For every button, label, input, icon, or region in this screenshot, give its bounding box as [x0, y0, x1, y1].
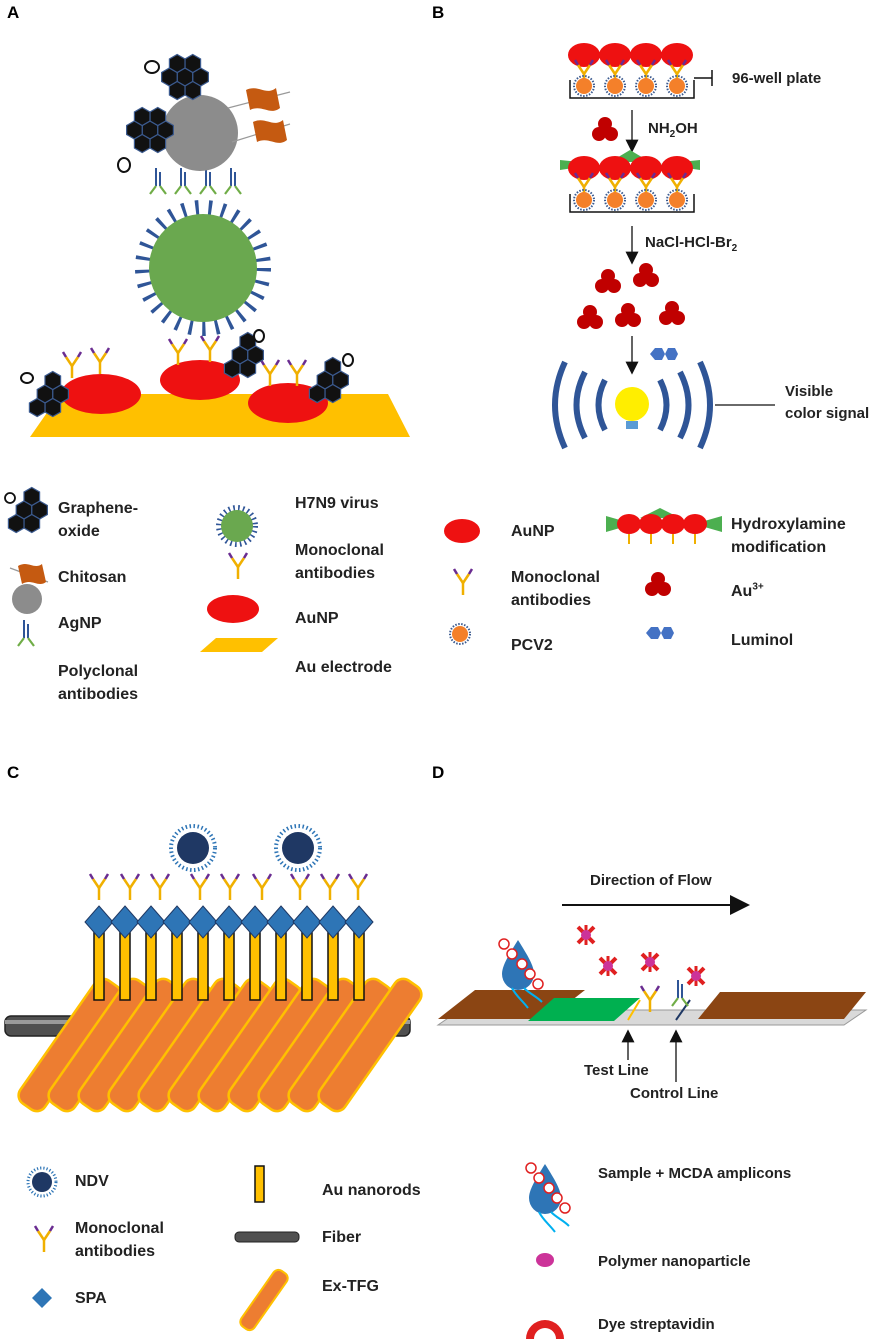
legend-a-icons — [4, 488, 278, 652]
chitosan-icon — [246, 88, 280, 111]
legend-d-sample: Sample + MCDA amplicons — [598, 1165, 792, 1182]
control-line — [675, 999, 691, 1021]
h7n9-virus — [135, 200, 271, 336]
panel-c — [4, 824, 423, 1113]
legend-agnp: AgNP — [58, 615, 102, 632]
pcv2-icon — [449, 623, 471, 645]
well-plate-top — [568, 43, 713, 99]
panel-b — [552, 43, 775, 450]
legend-b-aunp: AuNP — [511, 523, 555, 540]
label-nh2oh: NH2OH — [648, 120, 698, 140]
conjugate-pad — [528, 998, 640, 1021]
legend-c-spa: SPA — [75, 1290, 107, 1307]
legend-c-fiber: Fiber — [322, 1229, 362, 1246]
legend-c-ndv: NDV — [75, 1173, 109, 1190]
legend-h7n9: H7N9 virus — [295, 495, 379, 512]
legend-d-polymer: Polymer nanoparticle — [598, 1253, 751, 1270]
aunp-particle — [248, 383, 328, 423]
legend-b-pcv2: PCV2 — [511, 637, 553, 654]
aunp-icon — [207, 595, 259, 623]
luminol-icon — [646, 627, 674, 639]
legend-graphene-oxide: Graphene-oxide — [58, 500, 139, 541]
agnp-particle — [162, 95, 238, 171]
absorbent-pad — [698, 992, 866, 1019]
legend-au-electrode: Au electrode — [295, 659, 392, 676]
monoclonal-antibody-icon — [227, 551, 249, 581]
au-nanorod-icon — [254, 1165, 265, 1203]
label-direction-of-flow: Direction of Flow — [590, 872, 712, 889]
polymer-nanoparticle-icon — [536, 1253, 554, 1267]
monoclonal-antibody-icon — [452, 567, 474, 597]
chitosan-icon — [18, 564, 46, 584]
au-electrode-icon — [200, 638, 278, 652]
ndv-particle — [274, 824, 322, 872]
sample-drop-icon — [525, 1162, 571, 1233]
legend-chitosan: Chitosan — [58, 569, 127, 586]
hydroxylamine-icon — [606, 508, 722, 544]
panel-label-c: C — [7, 763, 19, 782]
legend-c-icons — [26, 1165, 300, 1332]
label-96-well-plate: 96-well plate — [732, 70, 822, 87]
label-nacl-hcl-br2: NaCl-HCl-Br2 — [645, 234, 738, 254]
well-plate-modified — [560, 150, 700, 213]
ex-tfg-icon — [239, 1268, 289, 1332]
agnp-icon — [12, 584, 42, 614]
legend-c-au-nanorods: Au nanorods — [322, 1182, 421, 1199]
spa-layer — [84, 905, 374, 939]
ex-tfg-gratings — [17, 977, 423, 1113]
dye-streptavidin-icon — [526, 1320, 564, 1339]
legend-b-luminol: Luminol — [731, 632, 794, 649]
test-line — [627, 999, 641, 1021]
ndv-icon — [26, 1166, 58, 1198]
legend-b-icons — [444, 508, 722, 645]
panel-a — [20, 55, 410, 437]
h7n9-virus-icon — [216, 505, 258, 547]
spa-icon — [32, 1288, 52, 1308]
aunp-icon — [444, 519, 480, 543]
panel-label-b: B — [432, 3, 444, 22]
aunp-particle — [61, 374, 141, 414]
chitosan-icon — [253, 120, 287, 143]
panel-d — [436, 895, 868, 1082]
legend-aunp: AuNP — [295, 610, 339, 627]
polyclonal-antibody-icon — [16, 618, 36, 648]
monoclonal-layer — [88, 872, 369, 902]
au-nanorods — [93, 929, 365, 1001]
graphene-oxide-icon — [162, 55, 209, 100]
panel-label-a: A — [7, 3, 19, 22]
legend-c-ex-tfg: Ex-TFG — [322, 1278, 379, 1295]
au3-icon — [645, 572, 671, 596]
monoclonal-antibody-icon — [33, 1224, 55, 1254]
label-control-line: Control Line — [630, 1085, 719, 1102]
panel-label-d: D — [432, 763, 444, 782]
legend-d-icons — [525, 1162, 571, 1339]
label-test-line: Test Line — [584, 1062, 649, 1079]
ndv-particle — [169, 824, 217, 872]
legend-d-dye: Dye streptavidin — [598, 1316, 715, 1333]
fiber-icon — [234, 1231, 300, 1243]
color-signal — [552, 360, 775, 450]
legend-b-au3: Au3+ — [731, 581, 764, 600]
aunp-particle — [160, 360, 240, 400]
